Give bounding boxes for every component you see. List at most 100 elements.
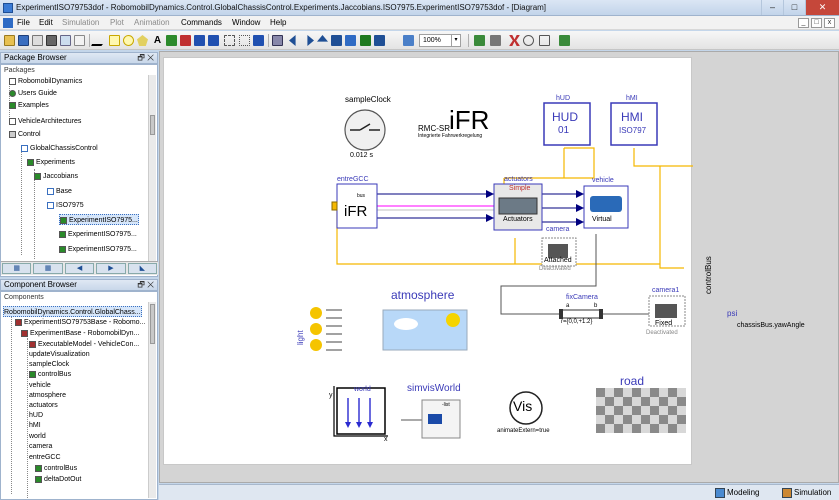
- package-scrollbar[interactable]: [148, 75, 156, 261]
- tree-item-experimentbase[interactable]: ExperimentISO79753Base - Robomo...: [15, 317, 145, 328]
- line-tool-icon[interactable]: [90, 35, 109, 46]
- check-icon[interactable]: [474, 35, 485, 46]
- tree-item-component[interactable]: deltaDotOut: [35, 474, 81, 485]
- diagram-layer-icon[interactable]: [345, 35, 356, 46]
- zoom-icon[interactable]: [403, 35, 414, 46]
- nav-back-button[interactable]: ◀: [64, 263, 95, 274]
- modeling-tab[interactable]: Modeling: [713, 487, 759, 499]
- open-icon[interactable]: [4, 35, 15, 46]
- mdi-close-button[interactable]: x: [824, 18, 835, 28]
- snap-icon[interactable]: [239, 35, 250, 46]
- tree-item-component[interactable]: vehicle: [29, 382, 51, 389]
- rectangle-tool-icon[interactable]: [109, 35, 120, 46]
- light-block[interactable]: [310, 307, 342, 351]
- documentation-layer-icon[interactable]: [360, 35, 371, 46]
- icon-layer-icon[interactable]: [331, 35, 342, 46]
- back-arrow-icon[interactable]: [289, 35, 296, 46]
- bitmap-tool-icon[interactable]: [166, 35, 177, 46]
- menu-window[interactable]: Window: [232, 18, 261, 27]
- bus-wire[interactable]: [504, 147, 595, 179]
- menu-file[interactable]: File: [17, 18, 30, 27]
- frame-b-port[interactable]: [599, 309, 603, 319]
- forward-arrow-icon[interactable]: [307, 35, 314, 46]
- bus-wire[interactable]: [659, 166, 684, 269]
- line-style-icon[interactable]: [208, 35, 219, 46]
- save-icon[interactable]: [18, 35, 29, 46]
- tree-item-jaccobians[interactable]: Jaccobians: [34, 171, 78, 182]
- simulation-tab[interactable]: Simulation: [780, 487, 831, 499]
- up-arrow-icon[interactable]: [317, 35, 328, 42]
- tree-item-component[interactable]: actuators: [29, 402, 58, 409]
- minimize-button[interactable]: –: [761, 0, 783, 15]
- frame-icon[interactable]: [539, 35, 550, 46]
- component-icon[interactable]: [272, 35, 283, 46]
- entregcc-block[interactable]: [336, 183, 378, 229]
- tree-item-experiment-selected[interactable]: ExperimentISO7975...: [59, 214, 139, 225]
- text-tool-icon[interactable]: A: [153, 35, 162, 46]
- ellipse-tool-icon[interactable]: [123, 35, 134, 46]
- frame-wire[interactable]: [500, 234, 597, 315]
- grid-icon[interactable]: [224, 35, 235, 46]
- mdi-minimize-button[interactable]: _: [798, 18, 809, 28]
- menu-edit[interactable]: Edit: [39, 18, 53, 27]
- undo-icon[interactable]: [60, 35, 71, 46]
- sample-clock-block[interactable]: [344, 109, 386, 151]
- menu-plot[interactable]: Plot: [110, 18, 124, 27]
- tree-item-users-guide[interactable]: Users Guide: [9, 88, 57, 99]
- nav-home-button[interactable]: ◣: [127, 263, 158, 274]
- panel-buttons[interactable]: 🗗 ✕: [137, 280, 154, 289]
- tree-item-globalchassiscontrol[interactable]: GlobalChassisControl: [21, 143, 98, 154]
- hud-block[interactable]: [543, 102, 591, 146]
- tree-item-examples[interactable]: Examples: [9, 100, 49, 111]
- tree-item-component[interactable]: hUD: [29, 412, 44, 419]
- tree-item-experiments[interactable]: Experiments: [27, 157, 75, 168]
- close-button[interactable]: ✕: [805, 0, 839, 15]
- scroll-thumb[interactable]: [150, 115, 155, 135]
- world-block[interactable]: [336, 387, 386, 435]
- menu-animation[interactable]: Animation: [134, 18, 170, 27]
- tree-item-component[interactable]: atmosphere: [29, 392, 66, 399]
- tree-item-iso7975[interactable]: ISO7975: [47, 200, 84, 211]
- tree-item-vehiclearchitectures[interactable]: VehicleArchitectures: [9, 116, 81, 127]
- text-layer-icon[interactable]: [374, 35, 385, 46]
- tree-item-robomobildynamics[interactable]: RobomobilDynamics: [9, 76, 82, 87]
- bus-wire[interactable]: [633, 148, 693, 167]
- tree-item-executablemodel[interactable]: ExecutableModel - VehicleCon...: [29, 339, 139, 350]
- scissors-icon[interactable]: [509, 35, 520, 46]
- menu-help[interactable]: Help: [270, 18, 287, 27]
- settings-icon[interactable]: [490, 35, 501, 46]
- tree-item-component[interactable]: updateVisualization: [29, 351, 90, 358]
- tree-item-control[interactable]: Control: [9, 129, 41, 140]
- hmi-block[interactable]: [610, 102, 658, 146]
- search-icon[interactable]: [32, 35, 43, 46]
- polygon-tool-icon[interactable]: [137, 35, 148, 46]
- mdi-restore-button[interactable]: □: [811, 18, 822, 28]
- maximize-button[interactable]: □: [783, 0, 805, 15]
- fill-color-icon[interactable]: [194, 35, 205, 46]
- tree-item-component[interactable]: world: [29, 433, 46, 440]
- line-color-icon[interactable]: [180, 35, 191, 46]
- diagram-canvas[interactable]: sampleClock 0.012 s RMC-SR iFR Integrier…: [163, 57, 805, 465]
- road-block[interactable]: [596, 388, 686, 433]
- vis-block[interactable]: [509, 391, 543, 425]
- tree-item-base[interactable]: Base: [47, 186, 72, 197]
- tree-item-root[interactable]: RobomobilDynamics.Control.GlobalChass...: [3, 306, 142, 317]
- tree-item-component[interactable]: entreGCC: [29, 454, 61, 461]
- scroll-thumb[interactable]: [150, 304, 155, 344]
- tree-item-experiment[interactable]: ExperimentISO7975...: [59, 229, 137, 240]
- component-scrollbar[interactable]: [148, 302, 156, 498]
- nav-forward-button[interactable]: ▶: [96, 263, 126, 274]
- frame-a-port[interactable]: [559, 309, 563, 319]
- menu-commands[interactable]: Commands: [181, 18, 222, 27]
- panel-buttons[interactable]: 🗗 ✕: [137, 53, 154, 62]
- tree-item-component[interactable]: sampleClock: [29, 361, 70, 368]
- tree-item-component[interactable]: controlBus: [29, 369, 71, 380]
- print-icon[interactable]: [46, 35, 57, 46]
- tree-item-component[interactable]: controlBus: [35, 463, 77, 474]
- align-icon[interactable]: [253, 35, 264, 46]
- zoom-select[interactable]: 100%▾: [419, 34, 461, 47]
- menu-simulation[interactable]: Simulation: [62, 18, 100, 27]
- tree-item-experiment[interactable]: ExperimentISO7975...: [59, 244, 137, 255]
- tree-item-experimentbase[interactable]: ExperimentBase - RobomobilDyn...: [21, 328, 139, 339]
- nav-package-button[interactable]: ▦: [2, 263, 32, 274]
